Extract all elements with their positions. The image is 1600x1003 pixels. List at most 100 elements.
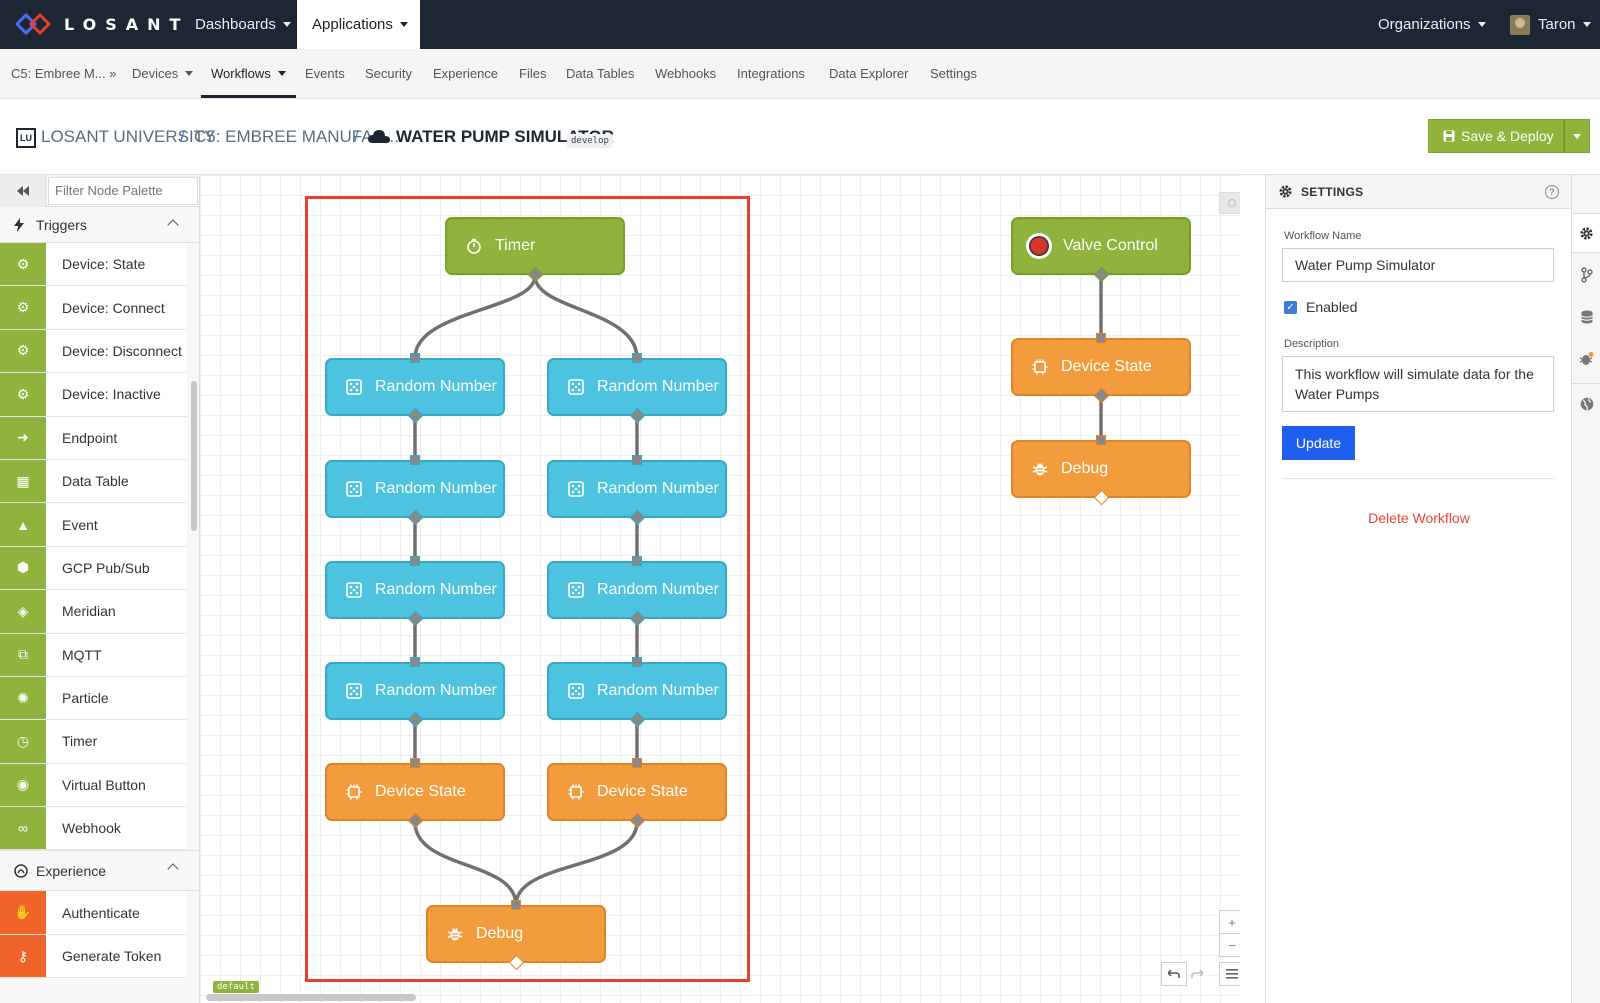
undo-icon — [1168, 969, 1180, 978]
version-badge[interactable]: develop — [567, 134, 613, 148]
losant-logo[interactable]: LOSANT — [16, 10, 189, 38]
valve-control-node[interactable]: Valve Control — [1011, 217, 1191, 275]
palette-search-row — [0, 175, 199, 207]
valve-icon — [1025, 232, 1053, 260]
random-icon — [567, 581, 585, 599]
help-icon[interactable]: ? — [1545, 185, 1559, 199]
nav-organizations[interactable]: Organizations — [1363, 0, 1501, 49]
subnav-workflows[interactable]: Workflows — [201, 49, 296, 98]
palette-node-device-connect[interactable]: ⚙Device: Connect — [0, 286, 187, 330]
user-menu[interactable]: Taron — [1495, 0, 1600, 49]
input-port[interactable] — [632, 758, 642, 768]
breadcrumb-app[interactable]: C5: EMBREE MANUFAC... — [194, 127, 399, 146]
deploy-options-button[interactable] — [1564, 119, 1590, 153]
node-type-icon: ◈ — [0, 590, 46, 633]
caret-down-icon — [185, 71, 194, 76]
input-port[interactable] — [511, 900, 521, 910]
subnav-experience[interactable]: Experience — [433, 66, 499, 81]
breadcrumb-org[interactable]: LOSANT UNIVERSITY — [41, 127, 216, 146]
description-textarea[interactable]: This workflow will simulate data for the… — [1282, 356, 1554, 412]
redo-button[interactable] — [1191, 966, 1205, 980]
palette-node-data-table[interactable]: ▦Data Table — [0, 459, 187, 504]
canvas-horizontal-scrollbar[interactable] — [206, 994, 416, 1001]
palette-node-particle[interactable]: ✺Particle — [0, 676, 187, 721]
input-port[interactable] — [410, 353, 420, 363]
input-port[interactable] — [632, 657, 642, 667]
input-port[interactable] — [410, 657, 420, 667]
input-port[interactable] — [410, 455, 420, 465]
nav-applications[interactable]: Applications — [297, 0, 420, 49]
subnav-webhooks[interactable]: Webhooks — [655, 66, 717, 81]
input-port[interactable] — [632, 556, 642, 566]
gear-icon — [1580, 226, 1593, 240]
subnav-security[interactable]: Security — [365, 66, 412, 81]
subnav-integrations[interactable]: Integrations — [737, 66, 805, 81]
lightning-icon — [14, 217, 24, 232]
node-label: Random Number — [597, 480, 719, 497]
random-icon — [345, 581, 363, 599]
selection-box — [305, 196, 750, 982]
canvas-menu-button[interactable] — [1219, 962, 1240, 986]
palette-section-triggers[interactable]: Triggers — [0, 207, 199, 243]
delete-workflow-link[interactable]: Delete Workflow — [1368, 510, 1470, 526]
palette-node-device-state[interactable]: ⚙Device: State — [0, 243, 187, 287]
palette-node-webhook[interactable]: ∞Webhook — [0, 807, 187, 851]
palette-node-authenticate[interactable]: ✋Authenticate — [0, 891, 187, 935]
collapse-palette-button[interactable] — [0, 175, 46, 207]
palette-node-mqtt[interactable]: ⧉MQTT — [0, 633, 187, 677]
node-type-icon: ⚙ — [0, 329, 46, 373]
device-state-node[interactable]: Device State — [547, 763, 727, 821]
node-label: Debug — [476, 925, 524, 942]
subnav-app-crumb[interactable]: C5: Embree M... » — [11, 66, 117, 81]
device-state-node[interactable]: Device State — [325, 763, 505, 821]
input-port[interactable] — [1096, 333, 1106, 343]
palette-node-device-disconnect[interactable]: ⚙Device: Disconnect — [0, 329, 187, 374]
undo-button[interactable] — [1161, 962, 1187, 986]
random-number-node[interactable]: Random Number — [325, 358, 505, 416]
palette-scrollbar[interactable] — [191, 381, 197, 531]
palette-node-gcp-pub-sub[interactable]: ⬢GCP Pub/Sub — [0, 546, 187, 591]
subnav-files[interactable]: Files — [519, 66, 547, 81]
random-number-node[interactable]: Random Number — [547, 662, 727, 720]
database-icon — [1580, 310, 1593, 324]
input-port[interactable] — [410, 758, 420, 768]
save-deploy-button[interactable]: Save & Deploy — [1428, 119, 1564, 153]
palette-node-timer[interactable]: ◷Timer — [0, 720, 187, 764]
settings-panel: SETTINGS ? Workflow Name Water Pump Simu… — [1265, 175, 1571, 1003]
storage-tab-button[interactable] — [1572, 297, 1600, 337]
input-port[interactable] — [410, 556, 420, 566]
input-port[interactable] — [632, 455, 642, 465]
palette-node-generate-token[interactable]: ⚷Generate Token — [0, 934, 187, 979]
subnav-events[interactable]: Events — [305, 66, 345, 81]
workflow-name-input[interactable]: Water Pump Simulator — [1282, 248, 1554, 282]
subnav-data-explorer[interactable]: Data Explorer — [829, 66, 909, 81]
globals-tab-button[interactable] — [1572, 383, 1600, 423]
enabled-checkbox[interactable]: ✓ — [1284, 301, 1297, 314]
palette-node-virtual-button[interactable]: ◉Virtual Button — [0, 763, 187, 808]
palette-node-endpoint[interactable]: ➜Endpoint — [0, 416, 187, 460]
wire — [533, 275, 639, 359]
palette-node-device-inactive[interactable]: ⚙Device: Inactive — [0, 373, 187, 417]
subnav-settings[interactable]: Settings — [930, 66, 977, 81]
zoom-in-button[interactable]: + — [1219, 910, 1240, 934]
settings-tab-button[interactable] — [1572, 213, 1600, 253]
input-port[interactable] — [632, 353, 642, 363]
subnav-data-tables[interactable]: Data Tables — [566, 66, 635, 81]
debug-node[interactable]: Debug — [426, 905, 606, 963]
palette-section-experience[interactable]: Experience — [0, 850, 199, 892]
versions-tab-button[interactable] — [1572, 255, 1600, 295]
input-port[interactable] — [1096, 435, 1106, 445]
canvas-settings-button[interactable] — [1219, 192, 1240, 214]
zoom-out-button[interactable]: − — [1219, 933, 1240, 957]
subnav-devices[interactable]: Devices — [132, 49, 194, 98]
chevron-up-icon — [167, 863, 179, 876]
nav-dashboards[interactable]: Dashboards — [180, 0, 306, 49]
gear-icon — [1279, 185, 1292, 198]
update-button[interactable]: Update — [1282, 426, 1355, 460]
palette-filter-input[interactable] — [48, 176, 198, 205]
node-label: Device State — [597, 783, 688, 800]
palette-node-meridian[interactable]: ◈Meridian — [0, 590, 187, 634]
palette-node-event[interactable]: ▲Event — [0, 503, 187, 547]
debug-tab-button[interactable] — [1572, 339, 1600, 379]
